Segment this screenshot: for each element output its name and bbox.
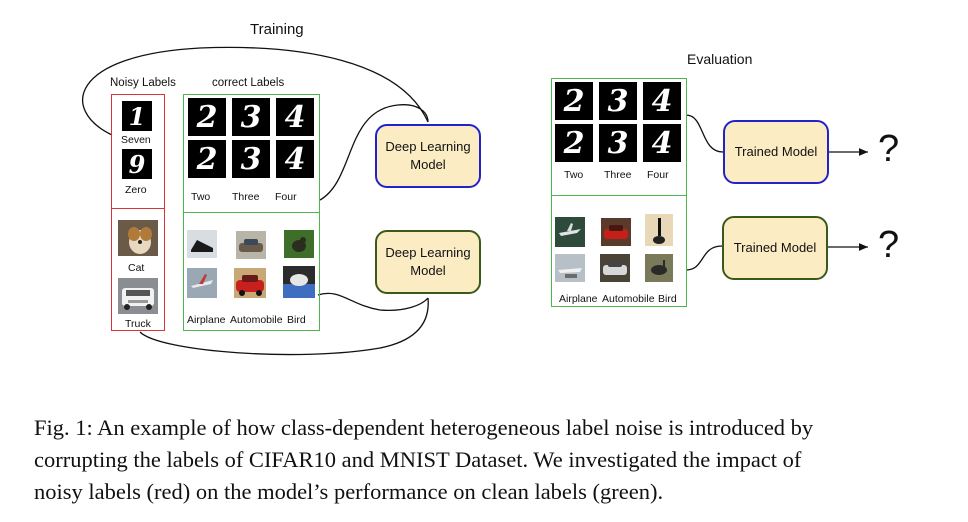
airplane-photo-icon <box>187 268 217 298</box>
correct-label-text: Airplane <box>187 314 226 326</box>
digit-image: 4 <box>643 82 681 120</box>
eval-label-text: Three <box>604 169 632 181</box>
correct-label-text: Three <box>232 191 260 203</box>
model-label: Trained Model <box>734 144 818 159</box>
correct-label-text: Two <box>191 191 211 203</box>
figure-caption: Fig. 1: An example of how class-dependen… <box>34 412 964 508</box>
digit-image: 2 <box>555 82 593 120</box>
trained-model-top: Trained Model <box>723 120 829 184</box>
correct-to-model-curve <box>319 104 429 201</box>
eval-label-text: Four <box>647 169 669 181</box>
noisy-label-text: Cat <box>128 262 145 274</box>
top-loop-curve <box>82 46 429 136</box>
output-question-bottom: ? <box>878 224 900 266</box>
ostrich-photo-icon <box>645 214 673 246</box>
connector-lines <box>82 46 868 356</box>
airplane-photo-icon <box>555 217 585 247</box>
noisy-labels-box <box>111 94 165 331</box>
model-label: Model <box>410 157 446 172</box>
car-photo-icon <box>600 254 630 282</box>
correct-label-text: Bird <box>287 314 306 326</box>
digit-image: 4 <box>643 124 681 162</box>
noisy-label-text: Seven <box>121 134 151 146</box>
airplane-photo-icon <box>555 254 585 282</box>
evaluation-title: Evaluation <box>687 51 753 67</box>
correct-labels-header: correct Labels <box>212 77 285 89</box>
digit-image: 3 <box>232 140 270 178</box>
correct-label-text: Automobile <box>230 314 283 326</box>
model-label: Deep Learning <box>385 245 471 260</box>
eval-label-text: Two <box>564 169 584 181</box>
noisy-label-text: Zero <box>125 184 147 196</box>
correct-label-text: Four <box>275 191 297 203</box>
truck-photo-icon <box>118 278 158 314</box>
digit-image: 4 <box>276 140 314 178</box>
cifar-to-model-curve <box>317 292 429 311</box>
shoe-photo-icon <box>187 230 217 258</box>
noisy-divider <box>111 208 165 209</box>
digit-image: 3 <box>599 82 637 120</box>
eval-label-text: Airplane <box>559 293 598 305</box>
digit-image: 4 <box>276 98 314 136</box>
car-photo-icon <box>234 268 266 298</box>
eval-label-text: Automobile <box>602 293 655 305</box>
caption-line: noisy labels (red) on the model’s perfor… <box>34 479 664 504</box>
caption-line: corrupting the labels of CIFAR10 and MNI… <box>34 447 802 472</box>
eval-label-text: Bird <box>658 293 677 305</box>
car-photo-icon <box>236 231 266 259</box>
output-question-top: ? <box>878 128 900 170</box>
model-label: Trained Model <box>733 240 817 255</box>
noisy-labels-header: Noisy Labels <box>110 77 176 89</box>
eval-top-connector <box>685 114 724 153</box>
digit-image: 9 <box>122 149 152 179</box>
digit-image: 2 <box>188 98 226 136</box>
correct-divider <box>183 212 320 213</box>
ostrich-photo-icon <box>645 254 673 282</box>
evaluation-box <box>551 78 687 307</box>
correct-labels-box <box>183 94 320 331</box>
bird-photo-icon <box>284 230 314 258</box>
trained-model-bottom: Trained Model <box>722 216 828 280</box>
caption-line: Fig. 1: An example of how class-dependen… <box>34 415 814 440</box>
eval-bottom-connector <box>685 245 723 271</box>
evaluation-divider <box>551 195 687 196</box>
digit-image: 3 <box>232 98 270 136</box>
digit-image: 3 <box>599 124 637 162</box>
digit-image: 1 <box>122 101 152 131</box>
model-label: Deep Learning <box>385 139 471 154</box>
digit-image: 2 <box>555 124 593 162</box>
digit-image: 2 <box>188 140 226 178</box>
bottom-loop-curve <box>139 297 429 356</box>
dog-photo-icon <box>118 220 158 256</box>
noisy-label-text: Truck <box>125 318 151 330</box>
car-photo-icon <box>601 218 631 246</box>
bird-photo-icon <box>283 266 315 298</box>
training-title: Training <box>250 21 304 38</box>
model-label: Model <box>410 263 446 278</box>
